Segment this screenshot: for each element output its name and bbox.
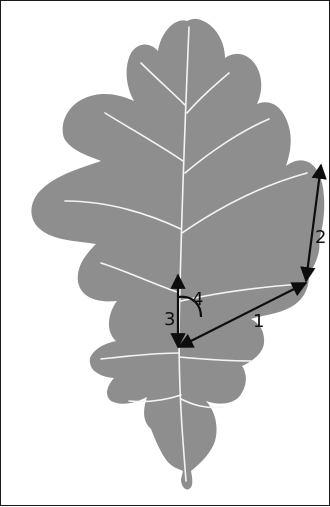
label-3: 3 — [164, 309, 175, 330]
oak-leaf — [31, 19, 324, 490]
label-4: 4 — [192, 289, 203, 310]
label-1: 1 — [253, 311, 264, 332]
label-2: 2 — [315, 227, 326, 248]
